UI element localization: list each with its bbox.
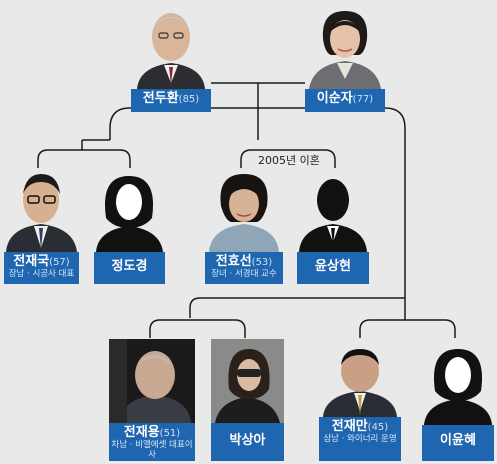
mother-age: (77): [352, 94, 374, 105]
child-4-desc: 삼남 · 와이너리 운영: [323, 433, 397, 444]
branch-line-3: [189, 297, 405, 318]
spouse-1-label: 정도경: [94, 252, 165, 284]
child-1-label: 전재국(57) 장남 · 시공사 대표: [4, 252, 79, 284]
child-3-name: 전재용: [123, 425, 160, 440]
spouse-2-label: 윤상현: [297, 252, 369, 284]
child-4-age: (45): [367, 422, 389, 433]
spouse-3-label: 박상아: [211, 423, 284, 461]
child-3-label: 전재용(51) 차남 · 비엘에셋 대표이사: [109, 423, 195, 461]
spouse-4-name: 이윤혜: [440, 433, 476, 448]
father-name: 전두환: [142, 91, 179, 106]
person-spouse-1: 정도경: [94, 168, 165, 284]
child-4-name: 전재만: [331, 419, 368, 434]
person-child-1: 전재국(57) 장남 · 시공사 대표: [4, 168, 79, 284]
person-mother: 이순자(77): [305, 5, 385, 112]
child-2-name: 전효선: [215, 254, 252, 269]
child-4-label: 전재만(45) 삼남 · 와이너리 운영: [319, 417, 401, 461]
person-child-2: 전효선(53) 장녀 · 서경대 교수: [205, 168, 283, 284]
person-spouse-3: 박상아: [211, 339, 284, 461]
spouse-4-label: 이윤혜: [422, 425, 494, 461]
child-1-name: 전재국: [13, 254, 50, 269]
photo-portrait-man-icon: [319, 345, 401, 417]
silhouette-woman-icon: [422, 345, 494, 425]
photo-portrait-woman-icon: [305, 5, 385, 89]
person-father: 전두환(85): [131, 5, 211, 112]
silhouette-woman-icon: [94, 168, 165, 252]
spouse-2-name: 윤상현: [315, 259, 351, 274]
child-3-age: (51): [159, 428, 181, 439]
child-1-desc: 장남 · 시공사 대표: [8, 268, 75, 279]
photo-portrait-man-icon: [4, 168, 79, 252]
silhouette-man-icon: [297, 168, 369, 252]
children-bus-line: [109, 107, 406, 298]
divorce-note: 2005년 이혼: [258, 154, 320, 167]
father-label: 전두환(85): [131, 89, 211, 112]
photo-woman-icon: [211, 339, 284, 423]
mother-label: 이순자(77): [305, 89, 385, 112]
spouse-3-name: 박상아: [229, 433, 266, 448]
person-child-4: 전재만(45) 삼남 · 와이너리 운영: [319, 345, 401, 461]
photo-portrait-woman-icon: [205, 168, 283, 252]
spouse-1-name: 정도경: [111, 259, 148, 274]
father-age: (85): [178, 94, 200, 105]
photo-portrait-man-icon: [131, 5, 211, 89]
person-spouse-4: 이윤혜: [422, 345, 494, 461]
child-3-desc: 차남 · 비엘에셋 대표이사: [111, 439, 193, 460]
person-child-3: 전재용(51) 차남 · 비엘에셋 대표이사: [109, 339, 195, 461]
child-2-age: (53): [251, 257, 273, 268]
child-1-age: (57): [49, 257, 70, 268]
photo-portrait-man-icon: [109, 339, 195, 423]
child-2-label: 전효선(53) 장녀 · 서경대 교수: [205, 252, 283, 284]
mother-name: 이순자: [316, 91, 353, 106]
person-spouse-2: 윤상현: [297, 168, 369, 284]
child-2-desc: 장녀 · 서경대 교수: [211, 268, 277, 279]
